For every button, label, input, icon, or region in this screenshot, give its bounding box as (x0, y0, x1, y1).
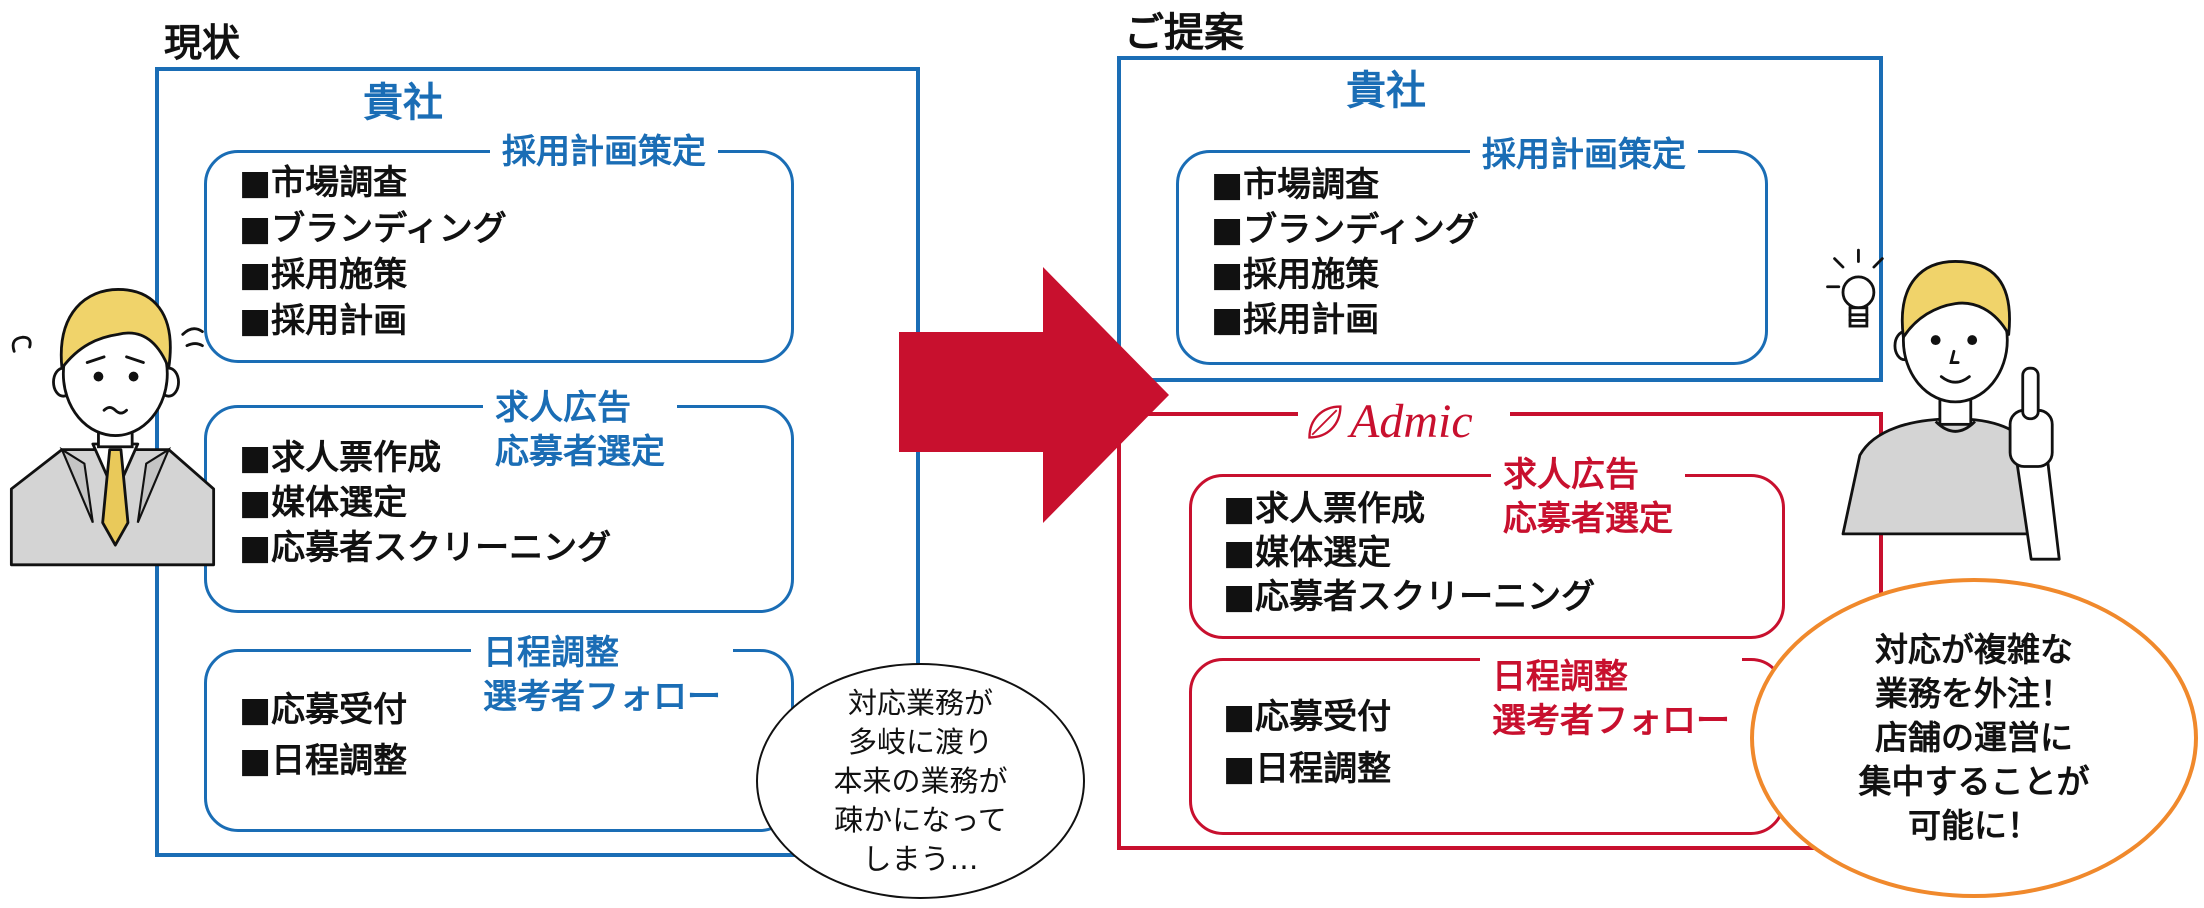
list-item: ■求人票作成 (1223, 489, 1426, 529)
worried-businessman-illustration (9, 288, 216, 567)
section-title-line: 日程調整 (1492, 657, 1628, 697)
current-section-planning-title: 採用計画策定 (490, 130, 718, 174)
proposal-company-label: 貴社 (1346, 68, 1426, 114)
current-heading: 現状 (164, 21, 241, 65)
arrow-shape (899, 267, 1169, 523)
speech-line: しまう… (862, 841, 979, 876)
callout-line: 店舗の運営に (1875, 718, 2073, 757)
list-item: ■採用計画 (239, 301, 408, 341)
vendor-logo-text: Admic (1350, 395, 1473, 448)
speech-line: 疎かになって (834, 802, 1007, 837)
vendor-section-recruiting (1189, 474, 1785, 639)
callout-line: 業務を外注！ (1875, 674, 2073, 713)
section-title-line: 日程調整 (483, 633, 619, 673)
speech-line: 多岐に渡り (847, 724, 993, 759)
list-item: ■採用計画 (1211, 300, 1380, 340)
list-item: ■ブランディング (1211, 210, 1479, 250)
collar (1934, 420, 1976, 433)
section-title-line: 求人広告 (1503, 455, 1639, 495)
current-section-scheduling-title: 日程調整 選考者フォロー (471, 631, 733, 719)
hair (59, 288, 172, 370)
list-item: ■媒体選定 (239, 483, 408, 523)
speech-line: 本来の業務が (833, 763, 1008, 798)
sweat-marks (11, 327, 204, 353)
worry-speech-bubble: 対応業務が 多岐に渡り 本来の業務が 疎かになって しまう… (756, 663, 1085, 899)
section-title-line: 採用計画策定 (502, 132, 706, 172)
proposal-company-box (1117, 56, 1883, 382)
vendor-section-recruiting-items: ■求人票作成 ■媒体選定 ■応募者スクリーニング (1223, 487, 1595, 619)
proposal-section-planning-title: 採用計画策定 (1470, 133, 1698, 177)
list-item: ■採用施策 (239, 255, 408, 295)
vendor-section-scheduling-title: 日程調整 選考者フォロー (1480, 655, 1742, 743)
current-section-recruiting-title: 求人広告 応募者選定 (483, 386, 677, 474)
benefit-callout: 対応が複雑な 業務を外注！ 店舗の運営に 集中することが 可能に！ (1750, 578, 2198, 898)
smiling-expression (1930, 335, 1978, 384)
list-item: ■応募受付 (1223, 697, 1392, 737)
speech-line: 対応業務が (847, 685, 993, 720)
section-title-line: 選考者フォロー (1492, 701, 1730, 741)
list-item: ■市場調査 (239, 163, 408, 203)
section-title-line: 採用計画策定 (1482, 135, 1686, 175)
lightbulb-icon (1826, 248, 1884, 328)
section-title-line: 応募者選定 (1503, 499, 1673, 539)
list-item: ■応募者スクリーニング (1223, 577, 1596, 617)
current-section-scheduling-items: ■応募受付 ■日程調整 (239, 685, 407, 787)
current-section-planning-items: ■市場調査 ■ブランディング ■採用施策 ■採用計画 (239, 160, 507, 344)
callout-line: 可能に！ (1908, 806, 2040, 845)
list-item: ■応募受付 (239, 690, 408, 730)
callout-line: 集中することが (1858, 762, 2090, 801)
vendor-logo: Admic (1298, 395, 1510, 449)
vendor-section-recruiting-title: 求人広告 応募者選定 (1491, 453, 1685, 541)
section-title-line: 求人広告 (495, 388, 631, 428)
current-company-label: 貴社 (363, 80, 443, 126)
torso (1841, 417, 2039, 536)
list-item: ■求人票作成 (239, 438, 442, 478)
vendor-section-scheduling-items: ■応募受付 ■日程調整 (1223, 691, 1391, 795)
hair (1900, 260, 2011, 339)
necktie (101, 448, 130, 547)
list-item: ■媒体選定 (1223, 533, 1392, 573)
raised-hand (2008, 366, 2061, 561)
right-arrow-icon (899, 267, 1169, 523)
list-item: ■日程調整 (239, 741, 408, 781)
list-item: ■日程調整 (1223, 749, 1392, 789)
callout-line: 対応が複雑な (1875, 630, 2073, 669)
proposal-heading: ご提案 (1124, 10, 1244, 56)
list-item: ■採用施策 (1211, 255, 1380, 295)
worried-expression (85, 355, 145, 415)
idea-person-illustration (1826, 248, 2061, 561)
list-item: ■応募者スクリーニング (239, 528, 612, 568)
list-item: ■市場調査 (1211, 165, 1380, 205)
section-title-line: 選考者フォロー (483, 677, 721, 717)
proposal-section-planning-items: ■市場調査 ■ブランディング ■採用施策 ■採用計画 (1211, 163, 1479, 343)
leaf-icon (1308, 405, 1342, 439)
section-title-line: 応募者選定 (495, 432, 665, 472)
list-item: ■ブランディング (239, 209, 507, 249)
current-section-recruiting-items: ■求人票作成 ■媒体選定 ■応募者スクリーニング (239, 436, 611, 571)
